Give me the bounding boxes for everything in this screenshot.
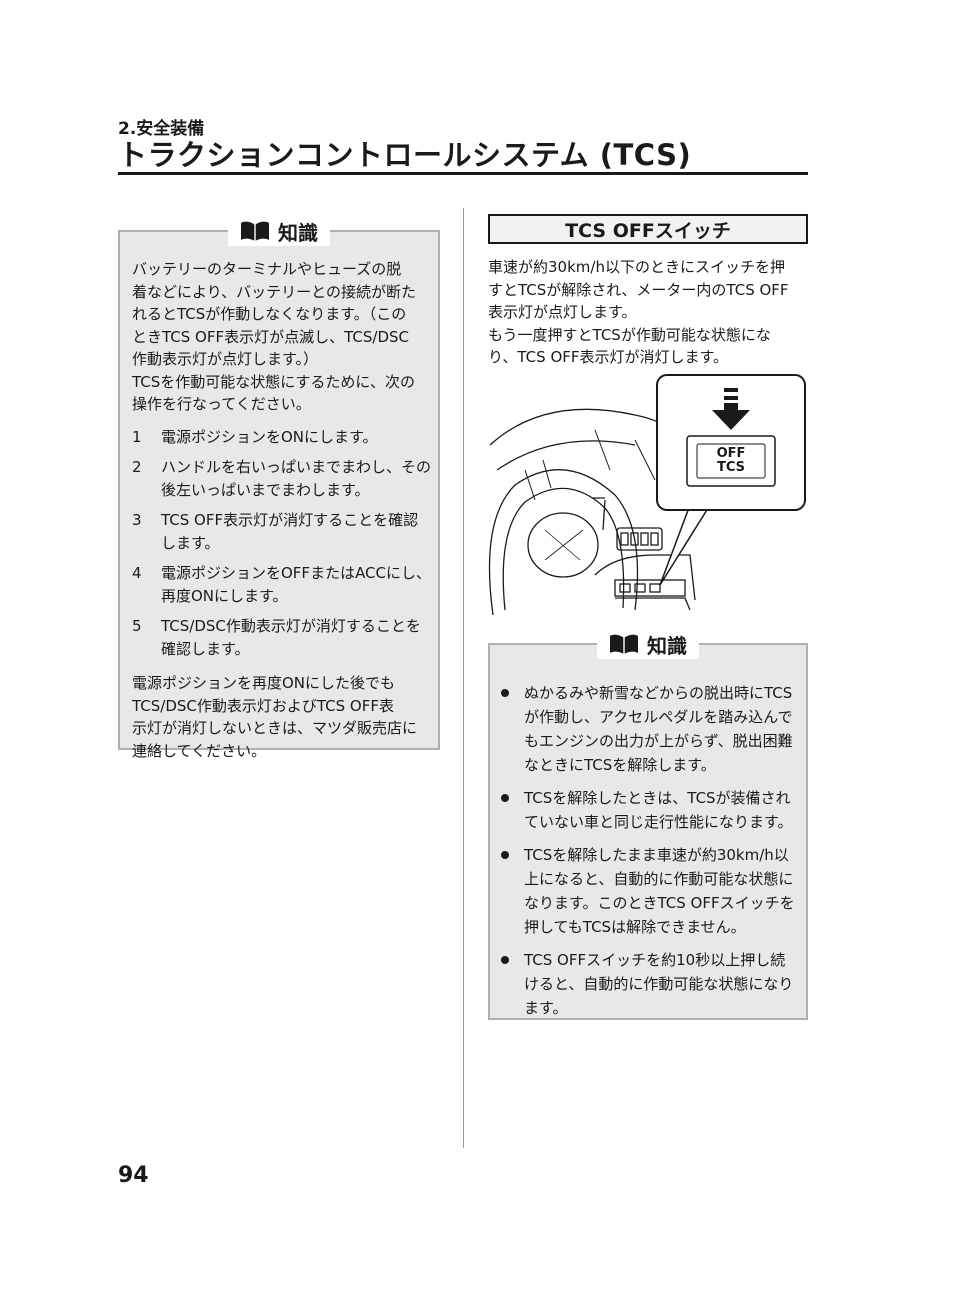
list-item: 5 TCS/DSC作動表示灯が消灯することを確認します。 [132,615,432,660]
text-line: 操作を行なってください。 [132,395,311,413]
bullet-text: ぬかるみや新雪などからの脱出時にTCSが作動し、アクセルペダルを踏み込んでもエン… [524,684,793,774]
switch-section-heading: TCS OFFスイッチ [488,214,808,244]
step-text: ハンドルを右いっぱいまでまわし、その後左いっぱいまでまわします。 [161,458,432,499]
bullet-icon [501,794,509,802]
steps-list: 1 電源ポジションをONにします。 2 ハンドルを右いっぱいまでまわし、その後左いっ… [132,426,432,661]
page-title: トラクションコントロールシステム (TCS) [118,138,692,172]
bullet-text: TCSを解除したまま車速が約30km/h以上になると、自動的に作動可能な状態にな… [524,846,795,936]
book-icon [609,633,639,655]
text-line: TCS/DSC作動表示灯およびTCS OFF表 [132,696,394,715]
list-item: 2 ハンドルを右いっぱいまでまわし、その後左いっぱいまでまわします。 [132,456,432,501]
step-text: TCS OFF表示灯が消灯することを確認します。 [161,511,419,552]
bullet-text: TCSを解除したときは、TCSが装備されていない車と同じ走行性能になります。 [524,789,793,831]
step-number: 4 [132,564,142,582]
text-line: TCSを作動可能な状態にするために、次の [132,372,415,391]
column-divider [463,208,464,1148]
note-box-right: 知識 ぬかるみや新雪などからの脱出時にTCSが作動し、アクセルペダルを踏み込んで… [488,629,808,1020]
note-outro: 電源ポジションを再度ONにした後でも TCS/DSC作動表示灯およびTCS OF… [132,672,432,762]
text-line: 連絡してください。 [132,741,267,760]
text-line: 作動表示灯が点灯します。） [132,350,319,368]
list-item: TCSを解除したまま車速が約30km/h以上になると、自動的に作動可能な状態にな… [494,843,800,939]
button-label-tcs: TCS [716,460,745,475]
note-box-left: 知識 バッテリーのターミナルやヒューズの脱 着などにより、バッテリーとの接続が断… [118,216,440,760]
step-number: 1 [132,427,142,446]
bullet-icon [501,956,509,964]
step-number: 3 [132,511,142,529]
note-header: 知識 [128,216,430,246]
page-number: 94 [118,1163,149,1188]
text-line: 表示灯が点灯します。 [488,303,637,321]
text-line: 電源ポジションを再度ONにした後でも [132,674,396,692]
list-item: 1 電源ポジションをONにします。 [132,426,432,449]
text-line: 車速が約30km/h以下のときにスイッチを押 [488,258,785,276]
note-heading: 知識 [647,633,687,658]
list-item: ぬかるみや新雪などからの脱出時にTCSが作動し、アクセルペダルを踏み込んでもエン… [494,681,800,777]
step-text: 電源ポジションをOFFまたはACCにし、再度ONにします。 [161,564,432,605]
text-line: 示灯が消灯しないときは、マツダ販売店に [132,719,418,737]
bullet-icon [501,689,509,697]
text-line: り、TCS OFF表示灯が消灯します。 [488,348,729,366]
step-number: 5 [132,617,142,635]
bullet-icon [501,851,509,859]
text-line: バッテリーのターミナルやヒューズの脱 [132,260,402,278]
book-icon [240,220,270,242]
note-heading: 知識 [278,220,318,245]
list-item: 4 電源ポジションをOFFまたはACCにし、再度ONにします。 [132,562,432,607]
step-text: 電源ポジションをONにします。 [161,427,378,446]
switch-description: 車速が約30km/h以下のときにスイッチを押 すとTCSが解除され、メーター内の… [488,256,808,369]
text-line: 着などにより、バッテリーとの接続が断た [132,282,416,301]
text-line: すとTCSが解除され、メーター内のTCS OFF [488,280,789,299]
title-rule [118,172,808,175]
list-item: TCSを解除したときは、TCSが装備されていない車と同じ走行性能になります。 [494,786,800,834]
note-bullet-list: ぬかるみや新雪などからの脱出時にTCSが作動し、アクセルペダルを踏み込んでもエン… [494,681,800,1029]
dashboard-illustration: OFF TCS [485,370,815,620]
section-label: 2.安全装備 [118,119,205,139]
list-item: 3 TCS OFF表示灯が消灯することを確認します。 [132,509,432,554]
step-number: 2 [132,458,142,476]
tcs-off-button[interactable]: OFF TCS [697,444,765,478]
text-line: れるとTCSが作動しなくなります。（この [132,305,407,323]
button-label-off: OFF [716,446,746,461]
note-content: バッテリーのターミナルやヒューズの脱 着などにより、バッテリーとの接続が断た れ… [132,258,432,762]
note-intro: バッテリーのターミナルやヒューズの脱 着などにより、バッテリーとの接続が断た れ… [132,258,432,416]
list-item: TCS OFFスイッチを約10秒以上押し続けると、自動的に作動可能な状態になりま… [494,948,800,1020]
text-line: もう一度押すとTCSが作動可能な状態にな [488,325,771,344]
text-line: ときTCS OFF表示灯が点滅し、TCS/DSC [132,327,409,346]
step-text: TCS/DSC作動表示灯が消灯することを確認します。 [161,617,421,658]
bullet-text: TCS OFFスイッチを約10秒以上押し続けると、自動的に作動可能な状態になりま… [524,951,794,1017]
note-header: 知識 [498,629,798,659]
